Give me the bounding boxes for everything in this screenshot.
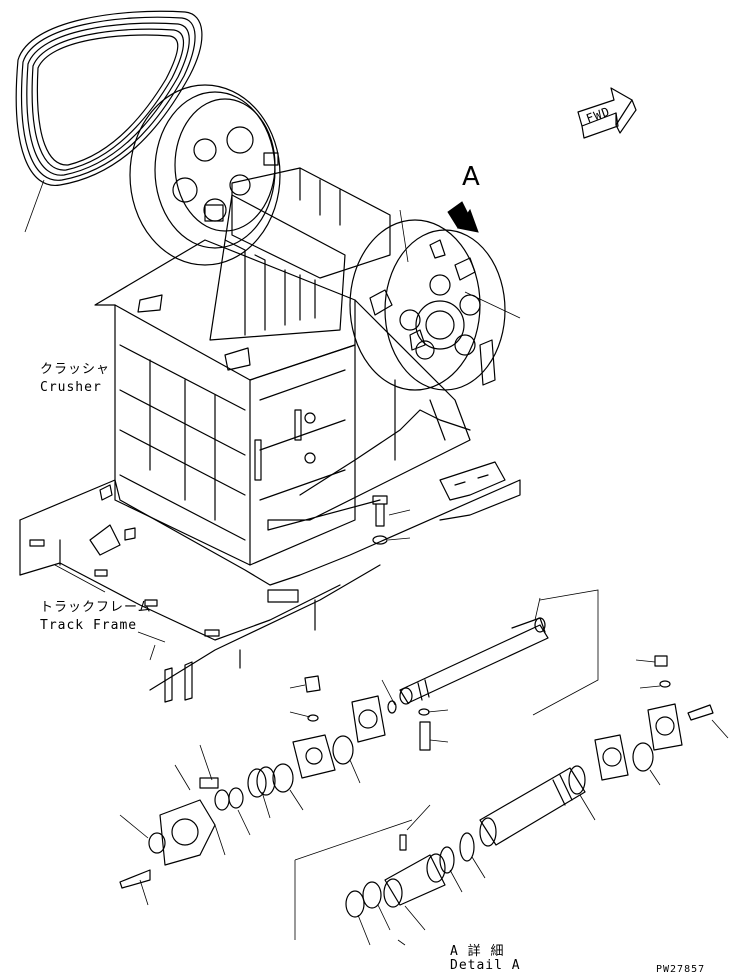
crusher-label-jp: クラッシャ (40, 362, 111, 377)
exploded-parts (119, 589, 729, 946)
crusher-label-en: Crusher (40, 380, 102, 395)
detail-label-jp: A 詳 細 (450, 944, 505, 959)
view-marker-a: A (462, 162, 480, 192)
track-frame-label-jp: トラックフレーム (40, 600, 152, 615)
track-frame (19, 461, 521, 703)
fwd-arrow-icon (577, 87, 637, 139)
track-frame-label-en: Track Frame (40, 618, 138, 633)
detail-label-en: Detail A (450, 958, 521, 973)
crusher-assembly (94, 84, 521, 566)
v-belt (15, 10, 203, 233)
drawing-number: PW27857 (656, 964, 706, 975)
